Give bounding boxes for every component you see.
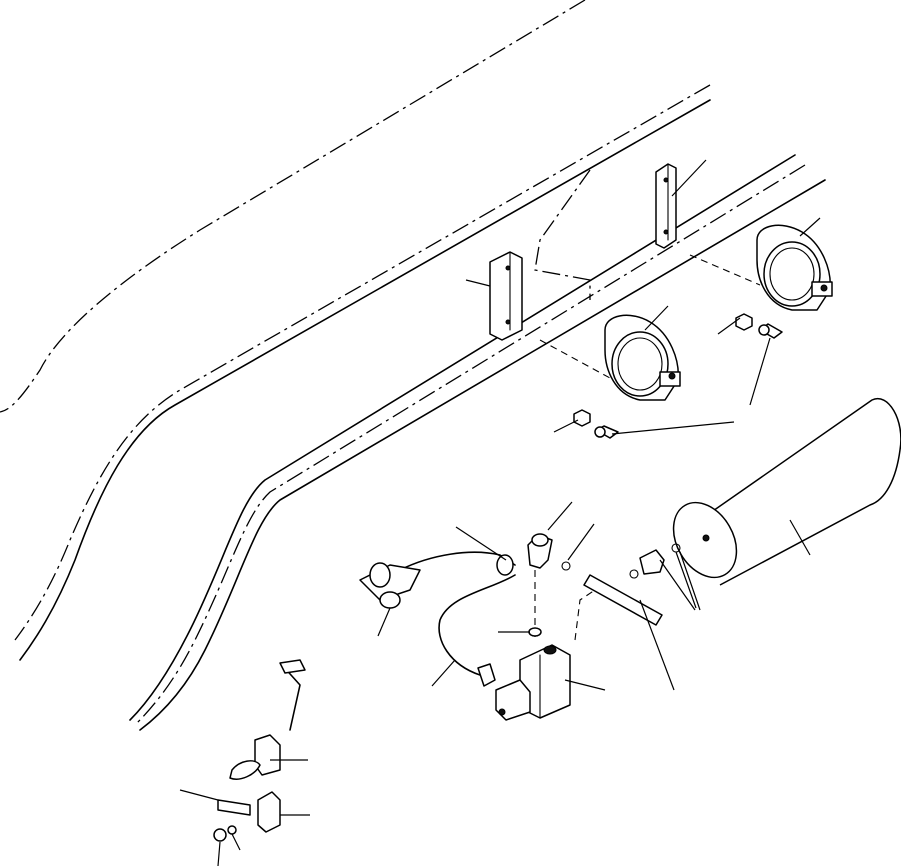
leader-lines [179, 159, 821, 866]
air-tank [672, 397, 901, 586]
bolt-left [594, 425, 619, 439]
connector-plug [359, 562, 421, 609]
connector-fitting [629, 543, 681, 579]
cab-outline [0, 0, 826, 731]
bracket-right [655, 163, 677, 249]
fitting-elbow [527, 533, 553, 569]
mounting-plate [213, 791, 281, 842]
clamp-right [756, 224, 833, 311]
bracket-left [489, 251, 523, 341]
tube [583, 574, 663, 626]
alignment-lines [534, 254, 761, 641]
nut-left [573, 409, 591, 427]
solenoid-valve [495, 627, 571, 721]
switch-assembly [229, 659, 306, 780]
o-ring-small [561, 561, 571, 571]
clamp-left [604, 314, 681, 401]
nut-right [735, 313, 753, 331]
bolt-right [758, 323, 783, 339]
